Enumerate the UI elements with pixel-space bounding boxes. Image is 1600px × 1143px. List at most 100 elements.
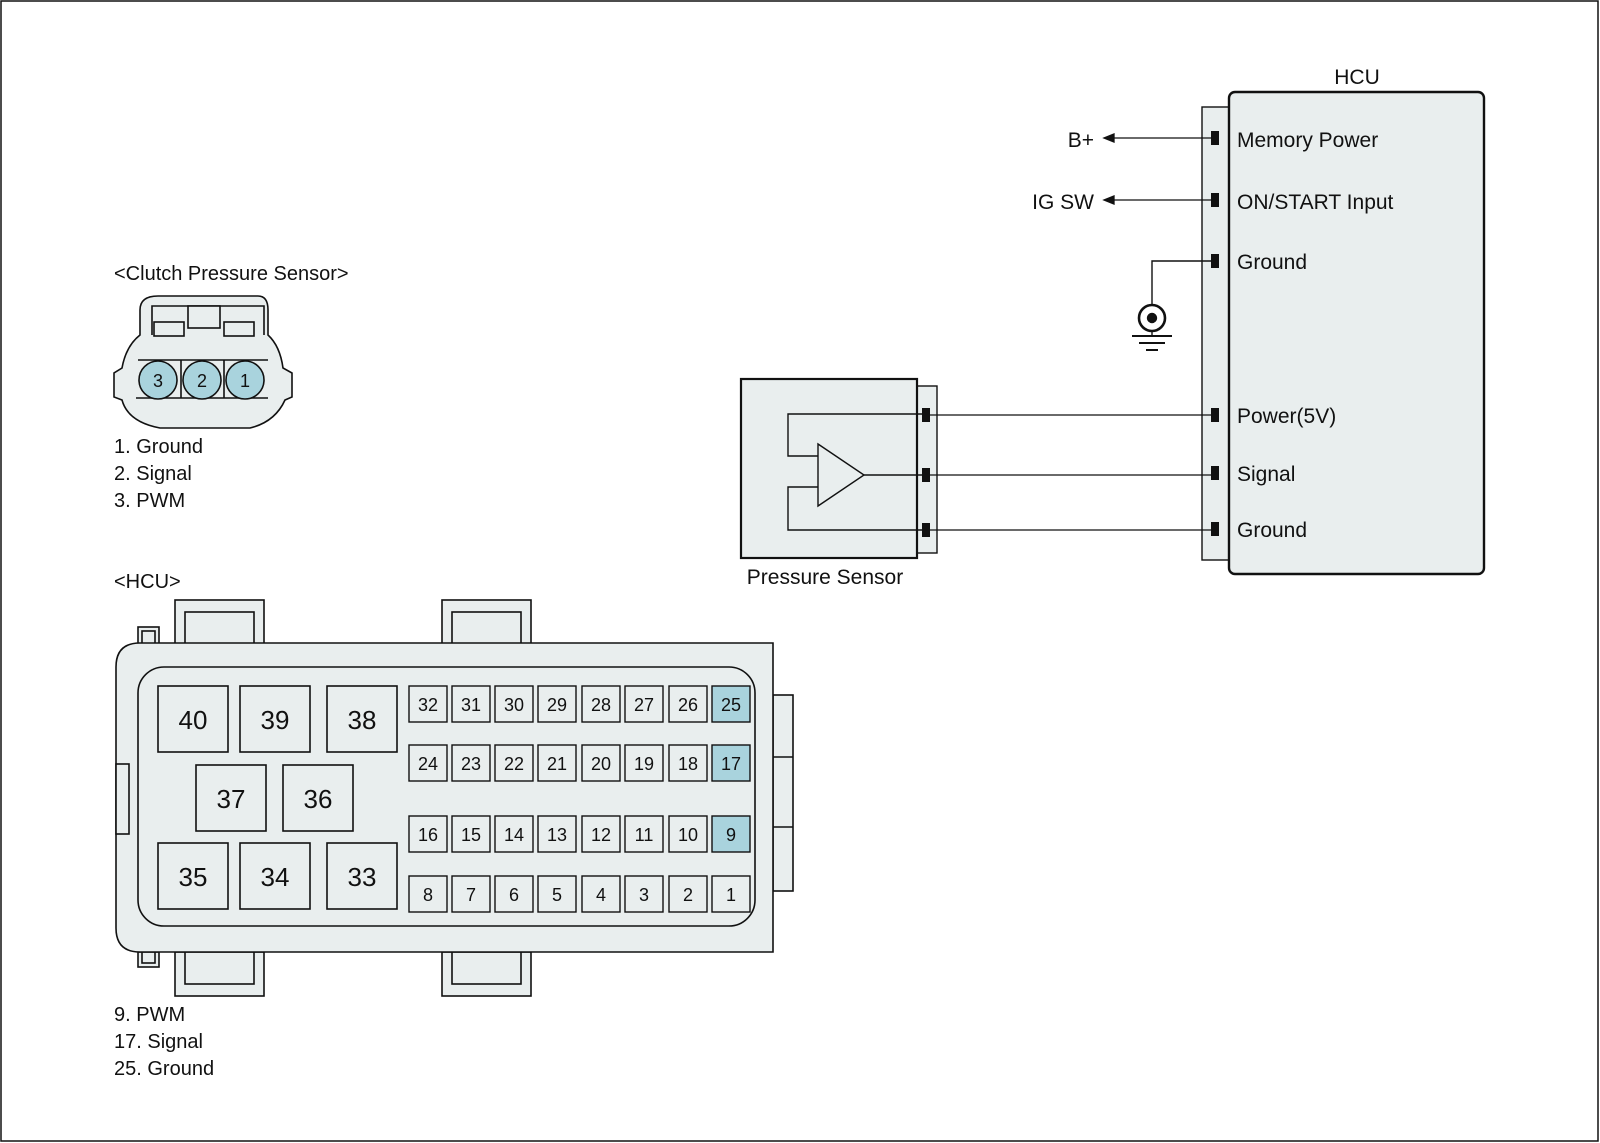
hcu-pin-label: 35 (179, 862, 208, 892)
hcu-pin-10 (668, 815, 708, 853)
hcu-pin-14 (494, 815, 534, 853)
hcu-pin-16 (408, 815, 448, 853)
clutch-pin-3 (138, 360, 178, 400)
hcu-pin-name: ON/START Input (1237, 191, 1394, 214)
hcu-pin-12 (581, 815, 621, 853)
hcu-pin-5 (537, 875, 577, 913)
hcu-pin-30 (494, 685, 534, 723)
ground-icon (1132, 260, 1211, 351)
hcu-pin-label: 14 (504, 825, 524, 845)
hcu-pin-4 (581, 875, 621, 913)
hcu-pin-label: 4 (596, 885, 606, 905)
hcu-pin-13 (537, 815, 577, 853)
hcu-pin-label: 33 (348, 862, 377, 892)
hcu-pin-40 (157, 685, 229, 753)
hcu-pin-label: 32 (418, 695, 438, 715)
clutch-pin-label: 2 (197, 371, 207, 391)
sensor-wires (930, 414, 1211, 531)
hcu-pin-18 (668, 744, 708, 782)
hcu-pin-1 (711, 875, 751, 913)
hcu-pin-label: 24 (418, 754, 438, 774)
hcu-pin-38 (326, 685, 398, 753)
hcu-pin-34 (239, 842, 311, 910)
hcu-pin-label: 7 (466, 885, 476, 905)
pressure-sensor-label: Pressure Sensor (747, 566, 903, 589)
hcu-pin-36 (282, 764, 354, 832)
clutch-legend-item: 2. Signal (114, 463, 192, 485)
hcu-pin-label: 20 (591, 754, 611, 774)
hcu-pin-label: 5 (552, 885, 562, 905)
hcu-pin-label: 25 (721, 695, 741, 715)
hcu-pin-name: Ground (1237, 251, 1307, 274)
hcu-pin-name: Ground (1237, 519, 1307, 542)
hcu-pin-label: 28 (591, 695, 611, 715)
hcu-pin-label: 8 (423, 885, 433, 905)
hcu-pin-35 (157, 842, 229, 910)
hcu-pin-26 (668, 685, 708, 723)
hcu-pin-2 (668, 875, 708, 913)
hcu-pin-label: 40 (179, 705, 208, 735)
hcu-pin-label: 18 (678, 754, 698, 774)
hcu-pin-label: 21 (547, 754, 567, 774)
hcu-pin-label: 22 (504, 754, 524, 774)
hcu-terminals (1211, 131, 1219, 536)
hcu-pin-label: 39 (261, 705, 290, 735)
hcu-pin-label: 15 (461, 825, 481, 845)
hcu-pin-label: 2 (683, 885, 693, 905)
clutch-pin-label: 3 (153, 371, 163, 391)
hcu-pin-label: 29 (547, 695, 567, 715)
hcu-pin-label: 37 (217, 784, 246, 814)
hcu-connector-strip (1201, 106, 1230, 561)
hcu-pin-21 (537, 744, 577, 782)
hcu-legend-item: 25. Ground (114, 1058, 214, 1080)
hcu-pin-17 (711, 744, 751, 782)
hcu-pin-9 (711, 815, 751, 853)
hcu-pin-19 (624, 744, 664, 782)
clutch-pin-label: 1 (240, 371, 250, 391)
clutch-legend-item: 3. PWM (114, 490, 185, 512)
hcu-legend-item: 17. Signal (114, 1031, 203, 1053)
hcu-pin-label: 16 (418, 825, 438, 845)
hcu-pin-7 (451, 875, 491, 913)
hcu-connector-title: <HCU> (114, 571, 181, 593)
hcu-pin-label: 12 (591, 825, 611, 845)
hcu-pin-label: 23 (461, 754, 481, 774)
clutch-pin-2 (182, 360, 222, 400)
hcu-pin-6 (494, 875, 534, 913)
hcu-pin-39 (239, 685, 311, 753)
clutch-legend-item: 1. Ground (114, 436, 203, 458)
hcu-pin-label: 9 (726, 825, 736, 845)
hcu-pin-label: 36 (304, 784, 333, 814)
hcu-pin-label: 26 (678, 695, 698, 715)
hcu-pin-15 (451, 815, 491, 853)
hcu-large-pins (157, 685, 398, 910)
hcu-pin-name: Signal (1237, 463, 1295, 486)
hcu-pin-label: 17 (721, 754, 741, 774)
hcu-pin-29 (537, 685, 577, 723)
hcu-legend-item: 9. PWM (114, 1004, 185, 1026)
hcu-pin-33 (326, 842, 398, 910)
hcu-pin-20 (581, 744, 621, 782)
hcu-pin-label: 38 (348, 705, 377, 735)
hcu-pin-label: 27 (634, 695, 654, 715)
hcu-pin-label: 19 (634, 754, 654, 774)
hcu-pin-label: 10 (678, 825, 698, 845)
hcu-pin-11 (624, 815, 664, 853)
hcu-pin-label: 31 (461, 695, 481, 715)
hcu-pin-name: Power(5V) (1237, 405, 1336, 428)
hcu-pin-label: 34 (261, 862, 290, 892)
clutch-sensor-title: <Clutch Pressure Sensor> (114, 263, 349, 285)
hcu-pin-24 (408, 744, 448, 782)
hcu-pin-23 (451, 744, 491, 782)
clutch-pin-1 (225, 360, 265, 400)
hcu-pin-25 (711, 685, 751, 723)
hcu-pin-label: 6 (509, 885, 519, 905)
hcu-block-title: HCU (1334, 66, 1380, 89)
hcu-pin-label: 30 (504, 695, 524, 715)
b-plus-label: B+ (1068, 129, 1094, 152)
hcu-pin-label: 3 (639, 885, 649, 905)
amplifier-icon (787, 413, 924, 531)
